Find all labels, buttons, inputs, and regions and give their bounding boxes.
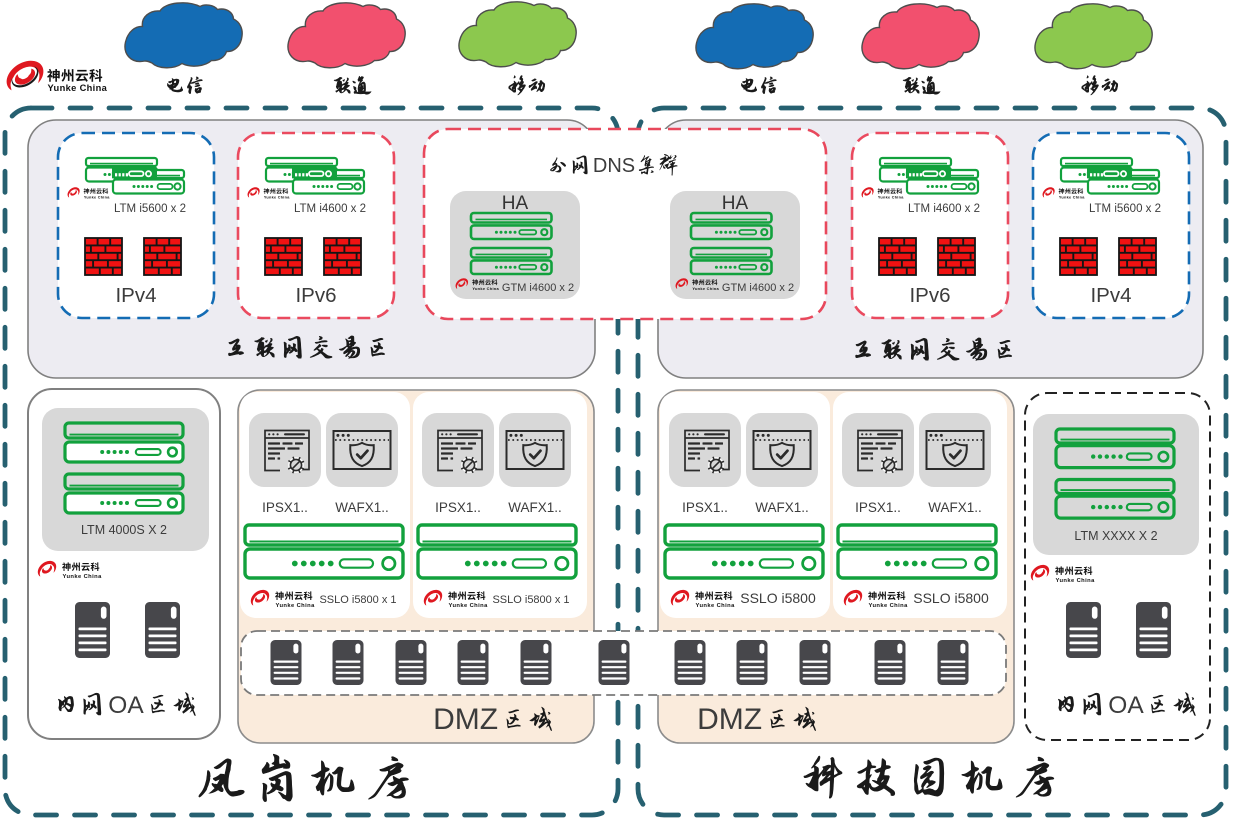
svg-text:WAFX1..: WAFX1.. bbox=[335, 500, 389, 515]
svg-text:IPv6: IPv6 bbox=[295, 284, 336, 307]
svg-text:LTM XXXX X 2: LTM XXXX X 2 bbox=[1074, 529, 1157, 543]
svg-text:DMZ: DMZ bbox=[433, 703, 498, 736]
svg-text:SSLO i5800 x 1: SSLO i5800 x 1 bbox=[492, 594, 569, 606]
svg-text:IPSX1..: IPSX1.. bbox=[262, 500, 308, 515]
svg-text:Yunke China: Yunke China bbox=[48, 83, 108, 93]
svg-text:DNS: DNS bbox=[593, 155, 635, 177]
svg-text:LTM i5600 x 2: LTM i5600 x 2 bbox=[114, 203, 186, 215]
svg-text:IPSX1..: IPSX1.. bbox=[855, 500, 901, 515]
svg-text:OA: OA bbox=[1108, 692, 1144, 719]
svg-text:DMZ: DMZ bbox=[697, 703, 762, 736]
svg-text:WAFX1..: WAFX1.. bbox=[508, 500, 562, 515]
svg-text:Yunke China: Yunke China bbox=[63, 574, 103, 580]
svg-text:Yunke China: Yunke China bbox=[878, 195, 904, 199]
svg-text:Yunke China: Yunke China bbox=[264, 195, 290, 199]
svg-text:SSLO i5800 x 1: SSLO i5800 x 1 bbox=[319, 594, 396, 606]
svg-text:WAFX1..: WAFX1.. bbox=[755, 500, 809, 515]
svg-text:IPSX1..: IPSX1.. bbox=[682, 500, 728, 515]
svg-text:SSLO i5800: SSLO i5800 bbox=[913, 590, 989, 606]
svg-text:GTM i4600 x 2: GTM i4600 x 2 bbox=[722, 282, 794, 294]
svg-text:GTM i4600 x 2: GTM i4600 x 2 bbox=[502, 282, 574, 294]
svg-text:SSLO i5800: SSLO i5800 bbox=[740, 590, 816, 606]
svg-text:HA: HA bbox=[722, 193, 749, 214]
svg-text:Yunke China: Yunke China bbox=[696, 603, 736, 609]
svg-text:Yunke China: Yunke China bbox=[276, 603, 316, 609]
svg-text:IPv4: IPv4 bbox=[115, 284, 156, 307]
svg-text:LTM i4600 x 2: LTM i4600 x 2 bbox=[294, 203, 366, 215]
svg-text:LTM 4000S X 2: LTM 4000S X 2 bbox=[81, 523, 167, 537]
svg-text:LTM i5600 x 2: LTM i5600 x 2 bbox=[1089, 203, 1161, 215]
svg-text:LTM i4600 x 2: LTM i4600 x 2 bbox=[908, 203, 980, 215]
svg-text:OA: OA bbox=[108, 692, 144, 719]
svg-text:Yunke China: Yunke China bbox=[472, 286, 499, 291]
svg-text:Yunke China: Yunke China bbox=[449, 603, 489, 609]
svg-text:IPv6: IPv6 bbox=[909, 284, 950, 307]
svg-text:Yunke China: Yunke China bbox=[1056, 578, 1096, 584]
svg-text:Yunke China: Yunke China bbox=[84, 195, 110, 199]
svg-text:IPv4: IPv4 bbox=[1090, 284, 1131, 307]
svg-text:Yunke China: Yunke China bbox=[692, 286, 719, 291]
svg-text:HA: HA bbox=[502, 193, 529, 214]
svg-text:WAFX1..: WAFX1.. bbox=[928, 500, 982, 515]
svg-text:Yunke China: Yunke China bbox=[1059, 195, 1085, 199]
svg-text:Yunke China: Yunke China bbox=[869, 603, 909, 609]
svg-text:IPSX1..: IPSX1.. bbox=[435, 500, 481, 515]
